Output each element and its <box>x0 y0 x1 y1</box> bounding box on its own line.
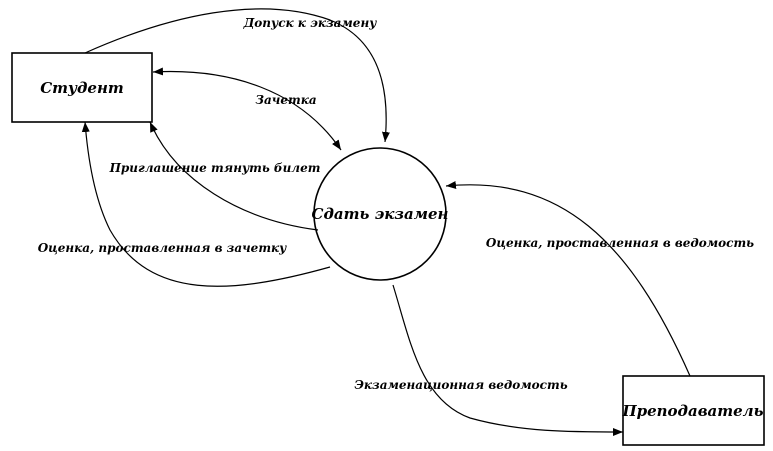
flow-grade-in-gradebook-line <box>81 121 331 287</box>
flow-grade-in-sheet[interactable]: Оценка, проставленная в ведомость <box>445 181 754 377</box>
entity-student-box <box>11 52 153 123</box>
flow-exam-sheet-line <box>392 284 624 436</box>
flow-invitation-line <box>149 121 319 231</box>
flow-exam-sheet[interactable]: Экзаменационная ведомость <box>354 284 624 436</box>
flow-admission-line <box>84 8 390 143</box>
process-circle <box>313 147 447 281</box>
entity-teacher-box <box>622 375 765 446</box>
flow-gradebook-label: Зачетка <box>255 93 316 107</box>
entity-teacher[interactable]: Преподаватель <box>621 375 765 446</box>
flow-admission-label: Допуск к экзамену <box>243 16 378 30</box>
flow-grade-in-gradebook[interactable]: Оценка, проставленная в зачетку <box>38 121 331 287</box>
flow-grade-in-sheet-line <box>445 181 691 377</box>
flow-admission[interactable]: Допуск к экзамену <box>84 8 390 143</box>
process-pass-exam[interactable]: Сдать экзамен <box>312 147 449 281</box>
flow-invitation[interactable]: Приглашение тянуть билет <box>109 121 321 231</box>
process-label: Сдать экзамен <box>312 205 449 223</box>
flow-invitation-label: Приглашение тянуть билет <box>109 161 321 175</box>
flow-gradebook[interactable]: Зачетка <box>152 67 342 151</box>
entity-student-label: Студент <box>40 79 124 97</box>
entity-teacher-label: Преподаватель <box>621 402 763 420</box>
flow-exam-sheet-label: Экзаменационная ведомость <box>354 378 567 392</box>
flow-gradebook-line <box>152 67 342 151</box>
flow-grade-in-sheet-label: Оценка, проставленная в ведомость <box>486 236 754 250</box>
flow-grade-in-gradebook-label: Оценка, проставленная в зачетку <box>38 241 287 255</box>
entity-student[interactable]: Студент <box>11 52 153 123</box>
